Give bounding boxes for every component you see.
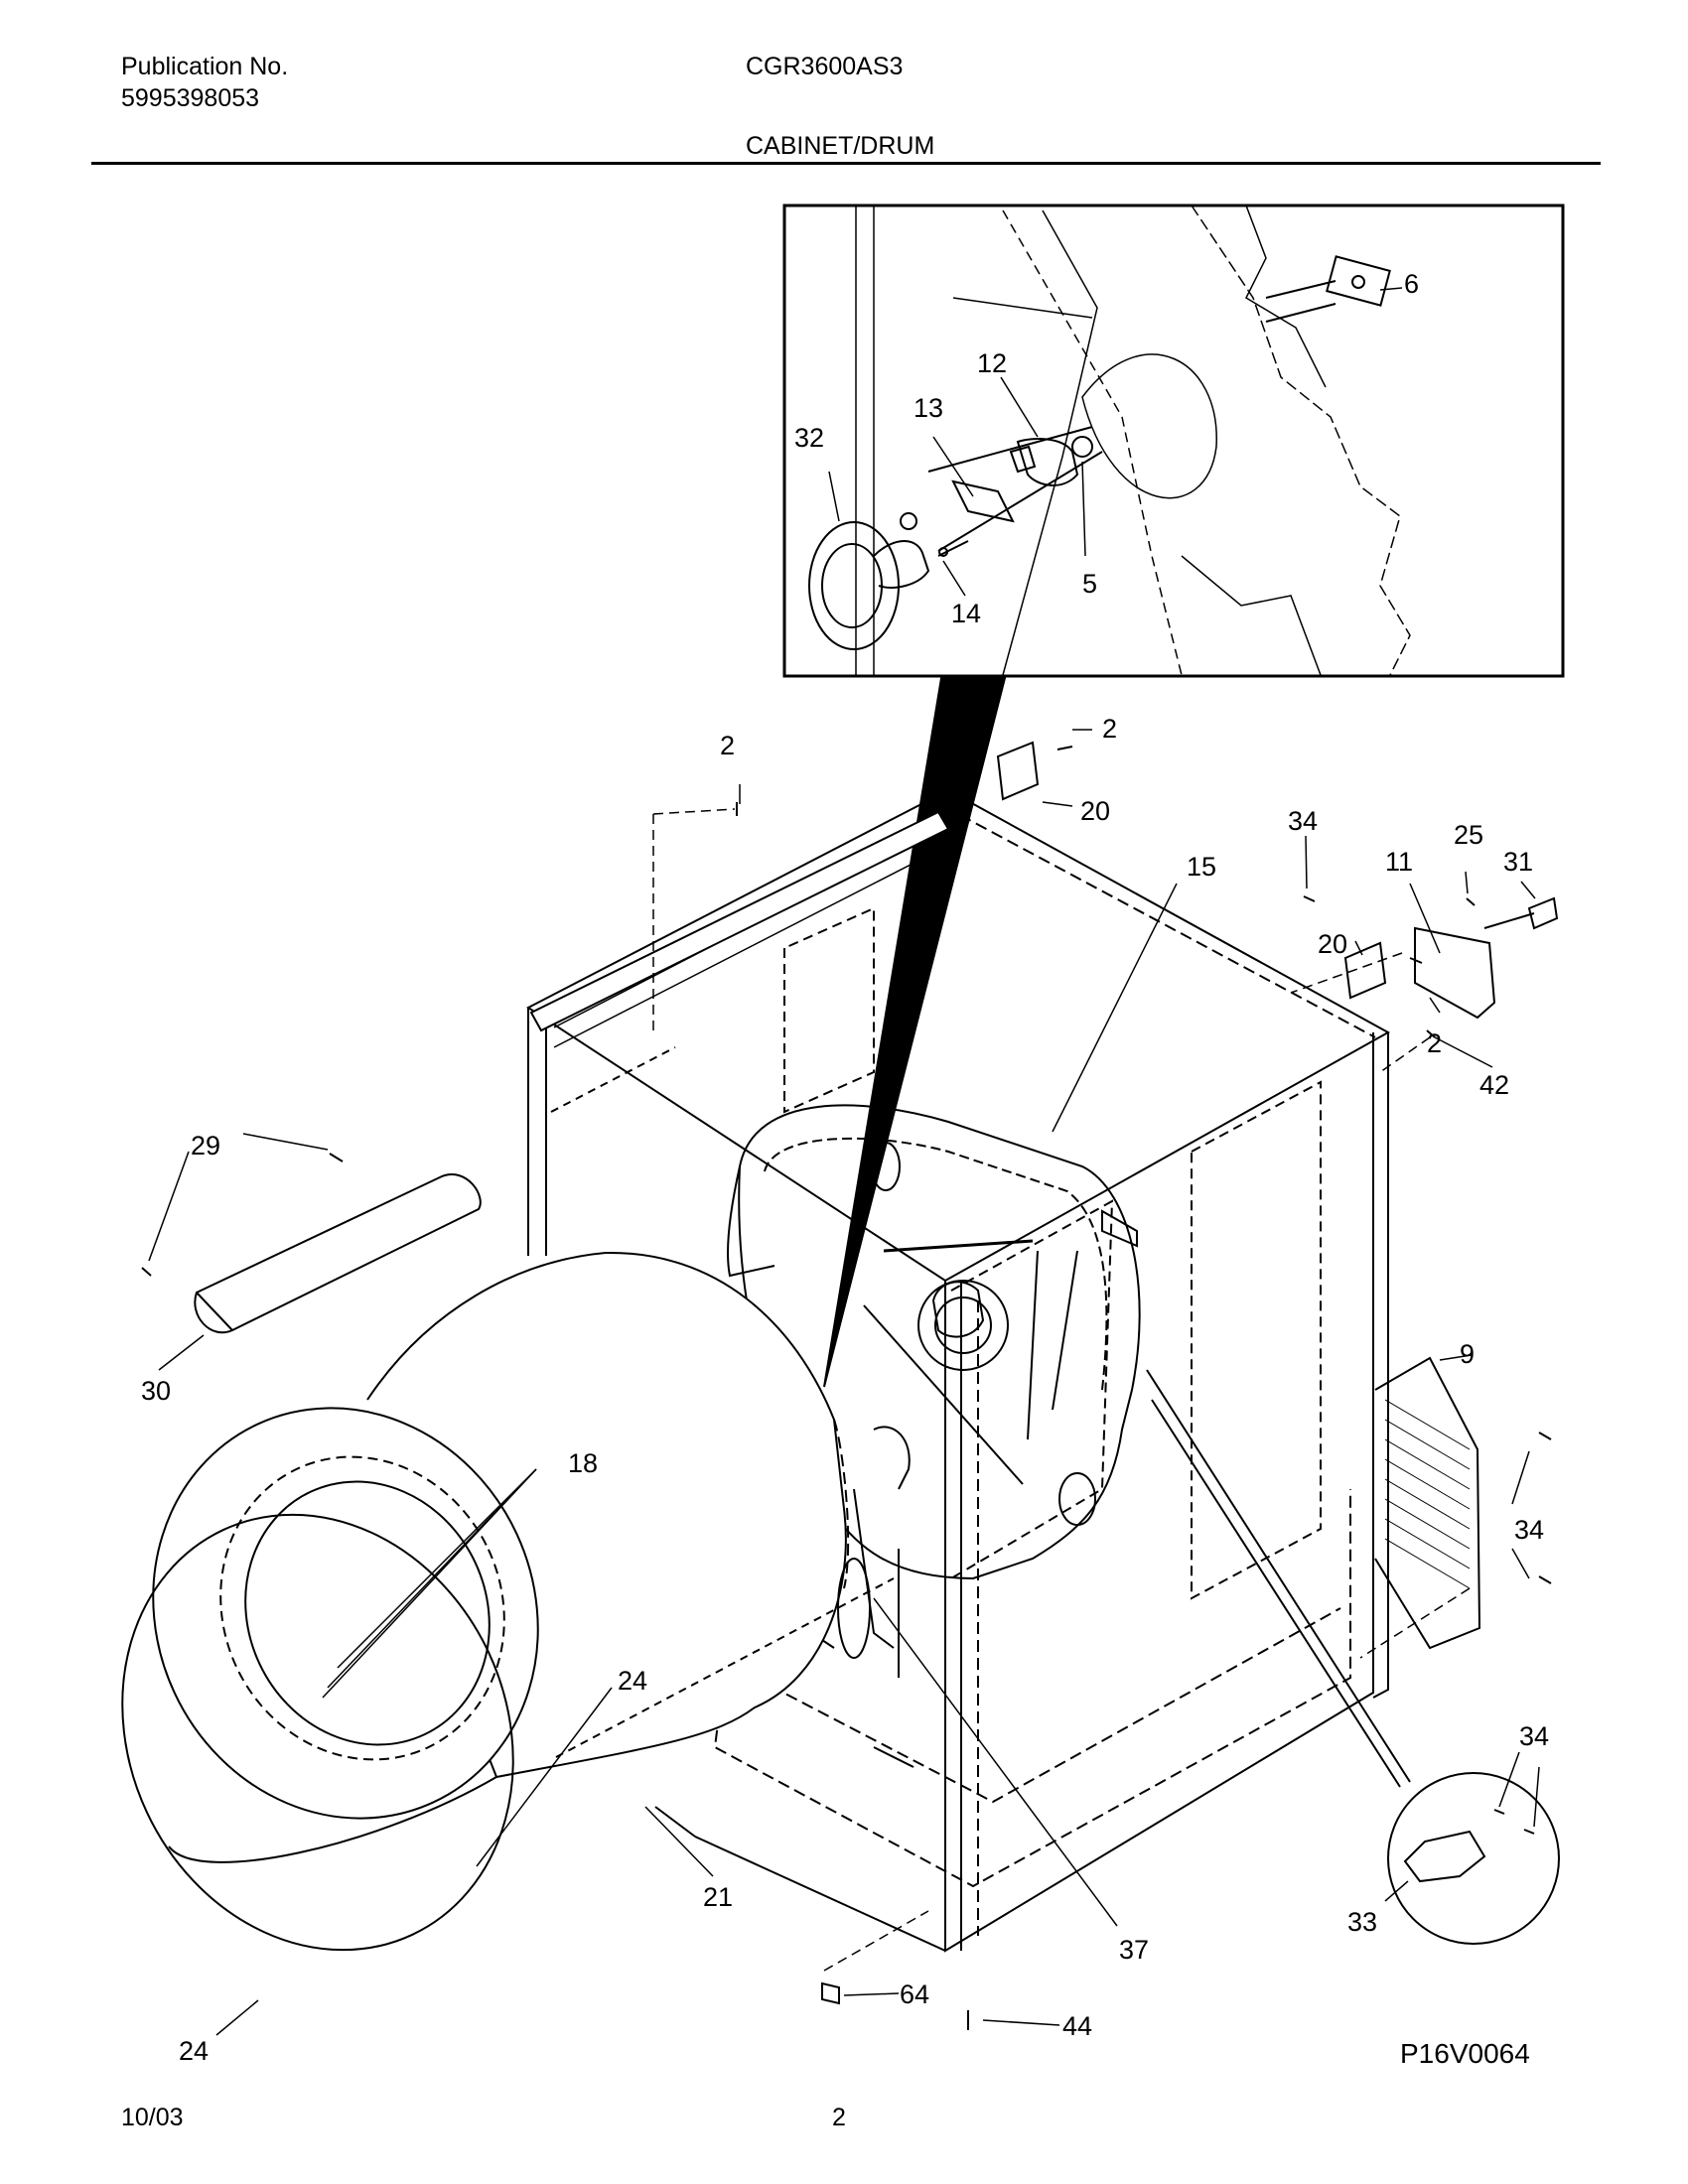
bracket-part-20-right [1343,941,1387,1000]
callout-5: 5 [1082,569,1097,599]
leader-lines [148,287,1540,2036]
callout-24-bottom: 24 [179,2036,209,2066]
callout-32: 32 [794,423,824,453]
ball-part-5 [1071,436,1093,458]
front-top-rail [529,810,950,1032]
drum-support-roller [931,1281,985,1338]
inset-detail-frame [782,204,1565,678]
bracket-part-6 [1326,255,1391,307]
model-number: CGR3600AS3 [746,53,904,80]
callout-31: 31 [1503,847,1533,877]
drum-bearing-part-32 [808,521,900,650]
figure-code: P16V0064 [1400,2038,1530,2069]
callout-29: 29 [191,1131,220,1160]
callout-37: 37 [1119,1935,1149,1965]
callout-labels: 6 12 13 32 14 5 2 2 20 34 15 25 11 31 20… [141,269,1549,2069]
header-rule [91,162,1601,165]
switch-part-33 [1403,1830,1486,1883]
callout-9: 9 [1460,1339,1475,1369]
callout-34-top: 34 [1288,806,1318,836]
callout-64: 64 [900,1979,929,2009]
callout-33: 33 [1347,1907,1377,1937]
inset-pointer [823,677,1007,1388]
section-title: CABINET/DRUM [746,132,935,160]
callout-18: 18 [568,1448,598,1478]
callout-13: 13 [914,393,943,423]
callout-20-top: 20 [1080,796,1110,826]
cover-part-11 [1414,926,1496,1020]
callout-15: 15 [1187,852,1216,882]
bracket-part-20-top [996,741,1040,801]
callout-2-top: 2 [1102,714,1117,744]
callout-34-right: 34 [1514,1515,1544,1545]
bearing-clip-part-12 [1016,438,1079,486]
callout-44: 44 [1062,2011,1092,2041]
callout-11: 11 [1385,847,1413,877]
callout-25: 25 [1454,820,1483,850]
callout-2-top-left: 2 [720,731,735,760]
callout-14: 14 [951,599,981,628]
callout-24-mid: 24 [618,1666,647,1696]
page-number: 2 [832,2104,846,2131]
callout-30: 30 [141,1376,171,1406]
callout-20-right: 20 [1318,929,1347,959]
front-panel-part-30 [194,1173,482,1334]
publication-label: Publication No. [121,53,289,80]
bracket-on-cabinet [1101,1209,1138,1248]
vent-cover-part-9 [1374,1356,1481,1650]
callout-2-right: 2 [1427,1028,1442,1058]
callout-12: 12 [977,348,1007,378]
callout-21: 21 [703,1882,733,1912]
inset-bulkhead [855,205,1411,676]
drum-seal [121,1513,514,1952]
publication-number: 5995398053 [121,84,260,112]
bracket-part-13 [951,479,1015,523]
detail-circle [1387,1772,1560,1945]
drum [121,1251,895,1952]
inset-bearing-parts [808,255,1391,650]
plug-part-31 [1527,896,1559,930]
callout-34-bottom: 34 [1519,1721,1549,1751]
revision-date: 10/03 [121,2104,184,2131]
callout-42: 42 [1479,1070,1509,1100]
screws [141,746,1552,2030]
callout-6: 6 [1404,269,1419,299]
